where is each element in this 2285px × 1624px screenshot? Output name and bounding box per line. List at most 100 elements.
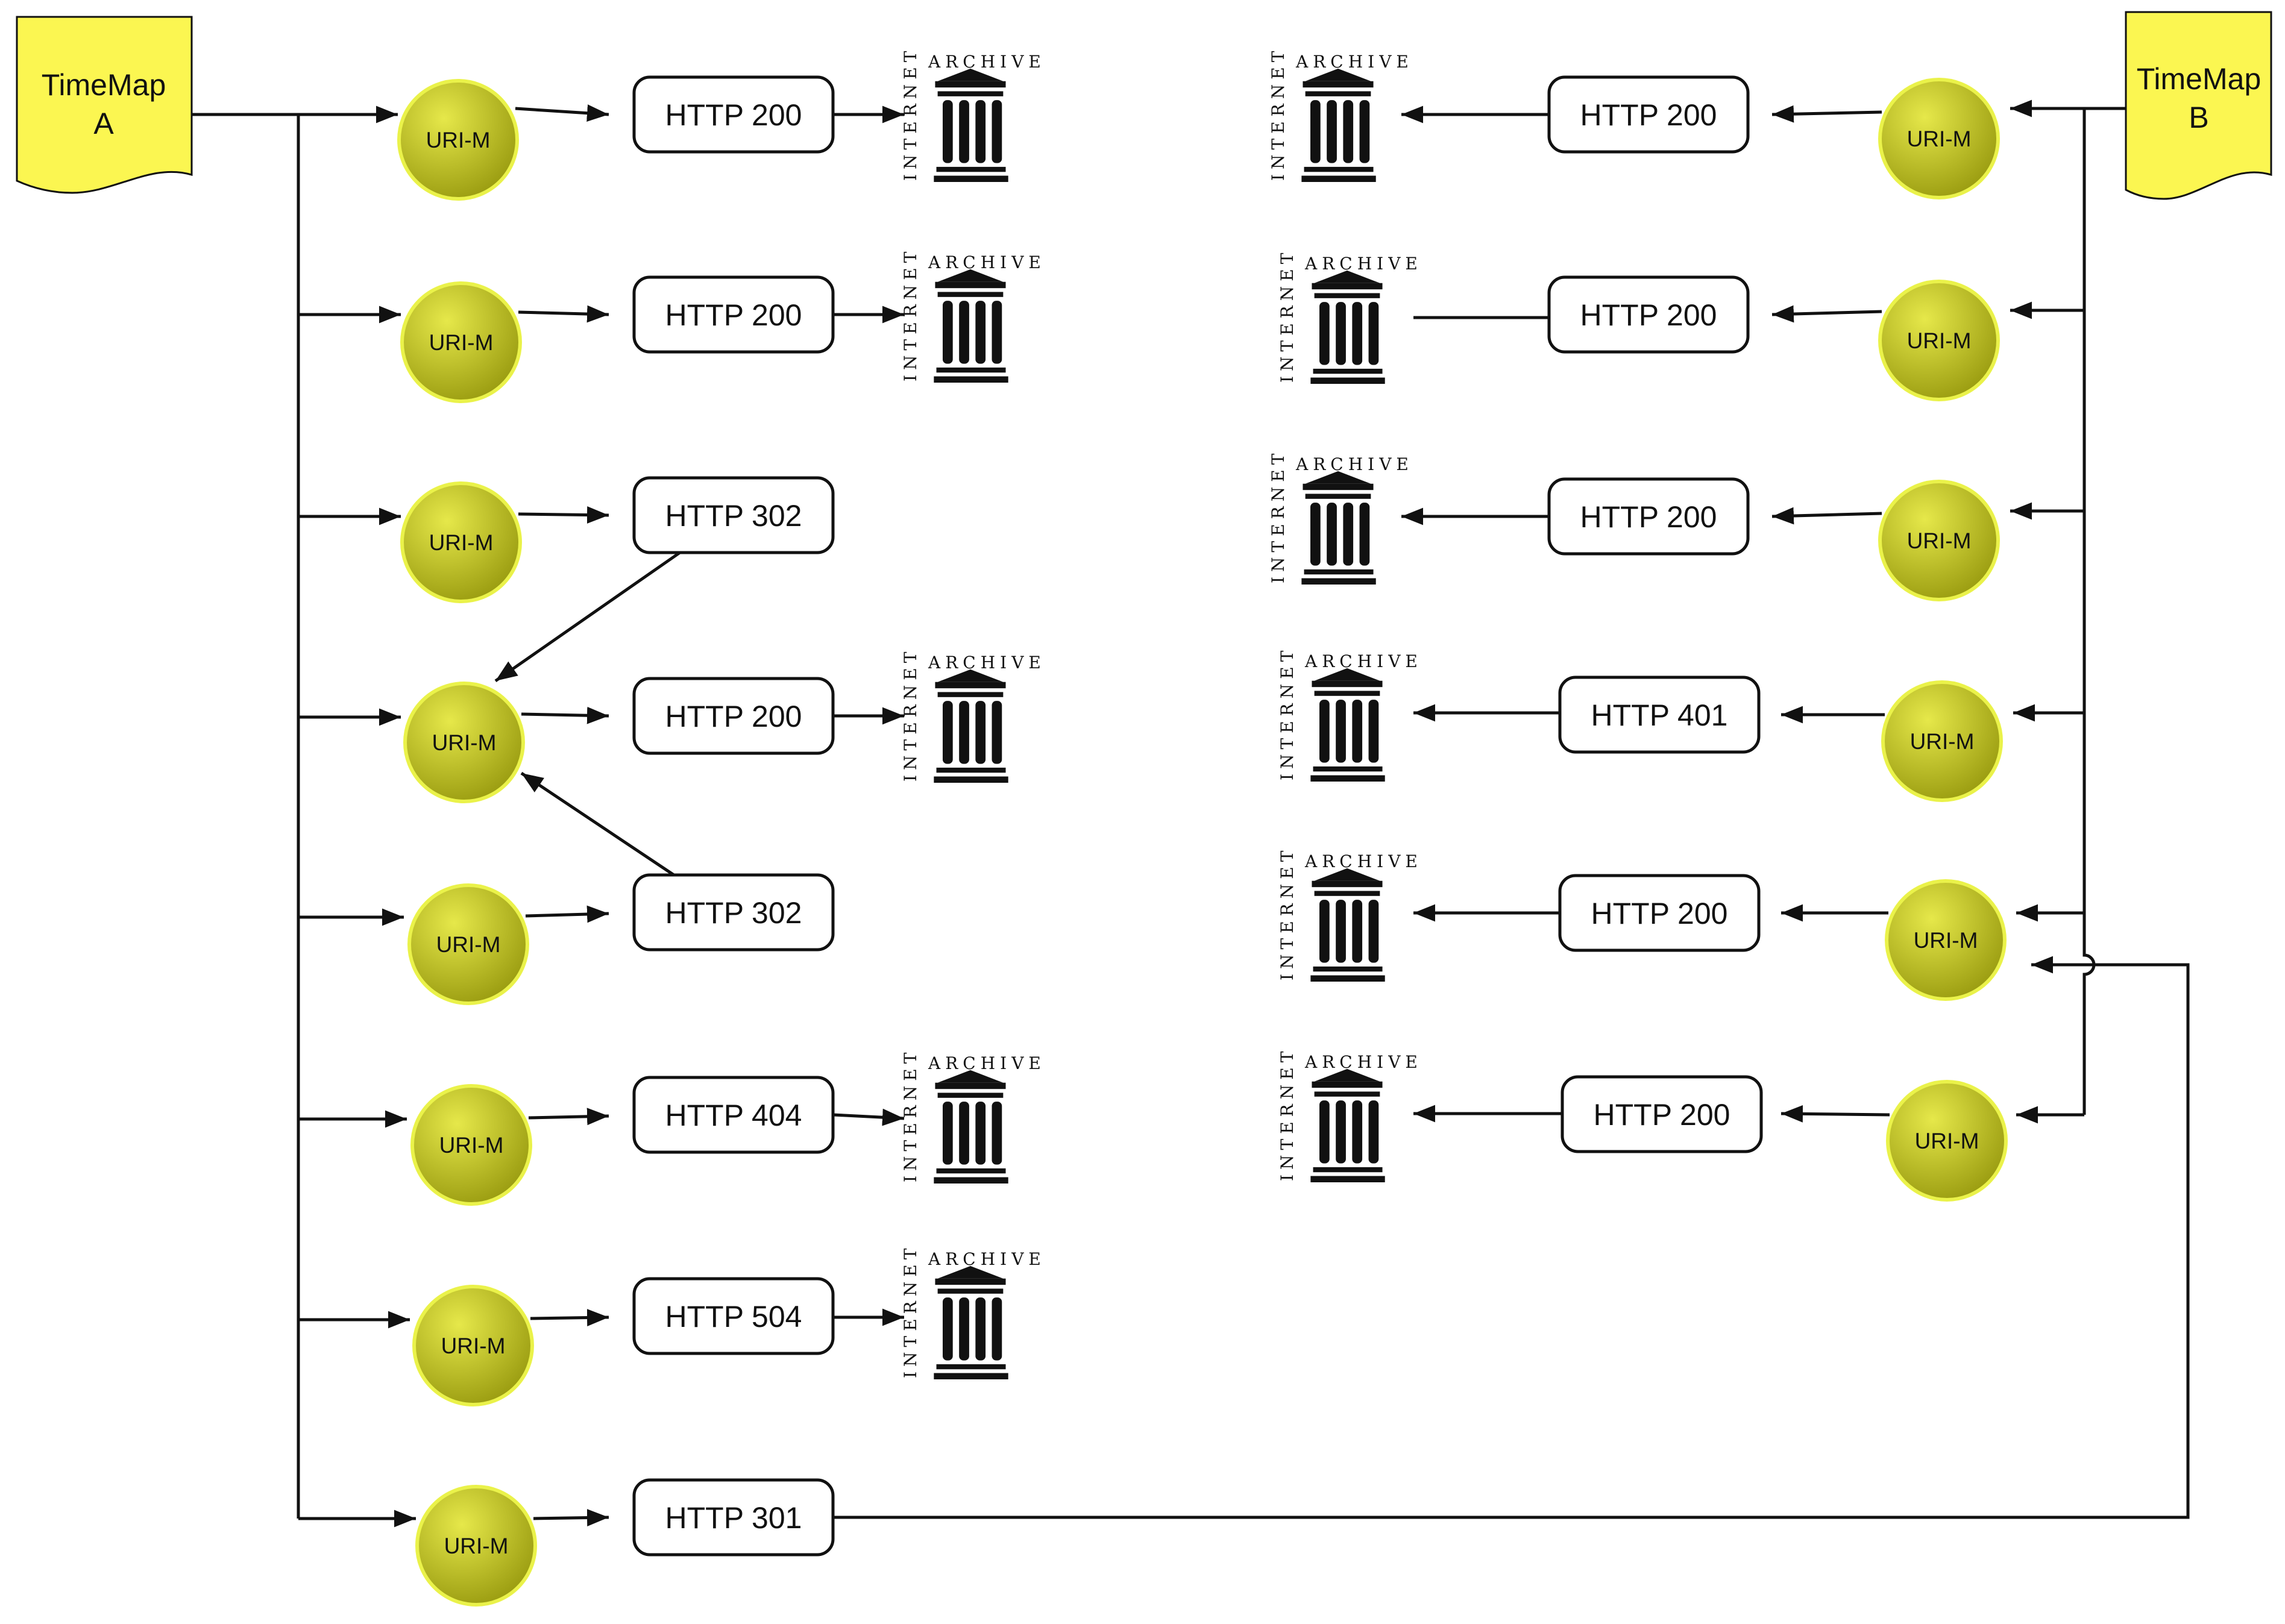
- http-status-box[interactable]: HTTP 200: [632, 275, 835, 354]
- left-row-5: URI-M HTTP 302: [298, 771, 835, 1005]
- left-row-8: URI-M HTTP 301: [298, 956, 2190, 1607]
- archive-logo-side-text: INTERNET: [900, 647, 920, 782]
- internet-archive-logo: ARCHIVE INTERNET: [1277, 248, 1418, 384]
- uri-m-node[interactable]: URI-M: [412, 1285, 534, 1406]
- uri-m-node[interactable]: URI-M: [400, 281, 522, 403]
- uri-m-label: URI-M: [1907, 127, 1972, 151]
- uri-m-label: URI-M: [426, 128, 491, 152]
- http-status-box[interactable]: HTTP 200: [1547, 75, 1750, 154]
- right-row-4: URI-M HTTP 401 ARCHIVE INTERNET: [1277, 646, 2084, 802]
- timemap-a-letter: A: [93, 107, 114, 140]
- archive-logo-side-text: INTERNET: [1277, 1047, 1297, 1181]
- internet-archive-logo: ARCHIVE INTERNET: [1268, 46, 1413, 183]
- http-status-box[interactable]: HTTP 404: [632, 1076, 835, 1154]
- uri-m-node[interactable]: URI-M: [1886, 1080, 2008, 1202]
- http-status-label: HTTP 200: [1580, 500, 1717, 534]
- http-status-box[interactable]: HTTP 200: [1547, 275, 1750, 354]
- archive-logo-top-text: ARCHIVE: [928, 1053, 1046, 1073]
- node-to-status-edge: [521, 706, 609, 724]
- http-status-box[interactable]: HTTP 301: [632, 1478, 835, 1557]
- right-row-2: URI-M HTTP 200 ARCHIVE INTERNET: [1277, 248, 2084, 401]
- http-status-box[interactable]: HTTP 302: [632, 476, 835, 554]
- uri-m-node[interactable]: URI-M: [1881, 680, 2003, 802]
- uri-m-label: URI-M: [1907, 328, 1972, 353]
- uri-m-node[interactable]: URI-M: [1878, 78, 2000, 199]
- uri-m-node[interactable]: URI-M: [403, 682, 525, 803]
- timemap-a: TimeMap A: [16, 16, 193, 194]
- archive-logo-top-text: ARCHIVE: [1295, 52, 1413, 72]
- uri-m-node[interactable]: URI-M: [1885, 879, 2007, 1001]
- archive-logo-side-text: INTERNET: [1277, 646, 1297, 780]
- timemap-a-title: TimeMap: [42, 68, 166, 102]
- uri-m-node[interactable]: URI-M: [410, 1084, 532, 1206]
- http-status-box[interactable]: HTTP 200: [632, 75, 835, 154]
- node-to-status-edge: [518, 506, 609, 524]
- archive-logo-side-text: INTERNET: [900, 247, 920, 381]
- http-status-box[interactable]: HTTP 200: [632, 677, 835, 755]
- http-status-label: HTTP 200: [1594, 1098, 1730, 1132]
- node-to-status-edge: [525, 905, 609, 923]
- archive-logo-top-text: ARCHIVE: [928, 653, 1046, 672]
- left-row-4: URI-M HTTP 200 ARCHIVE INTERNET: [298, 647, 1046, 803]
- left-row-2: URI-M HTTP 200 ARCHIVE INTERNET: [298, 247, 1041, 403]
- internet-archive-logo: ARCHIVE INTERNET: [1277, 646, 1422, 782]
- archive-logo-top-text: ARCHIVE: [928, 1249, 1046, 1269]
- uri-m-node[interactable]: URI-M: [1878, 280, 2000, 401]
- uri-m-label: URI-M: [1915, 1129, 1979, 1153]
- archive-logo-top-text: ARCHIVE: [1304, 851, 1422, 871]
- node-to-status-edge: [528, 1108, 609, 1126]
- archive-logo-top-text: ARCHIVE: [928, 52, 1046, 72]
- archive-logo-side-text: INTERNET: [1277, 846, 1297, 980]
- archive-logo-top-text: ARCHIVE: [1295, 454, 1413, 474]
- http-status-label: HTTP 302: [665, 499, 802, 533]
- archive-logo-side-text: INTERNET: [1268, 449, 1288, 583]
- http-status-label: HTTP 504: [665, 1300, 802, 1334]
- uri-m-node[interactable]: URI-M: [400, 481, 522, 603]
- uri-m-node[interactable]: URI-M: [415, 1485, 537, 1607]
- archive-logo-side-text: INTERNET: [1268, 46, 1288, 181]
- http-status-box[interactable]: HTTP 401: [1558, 676, 1761, 754]
- http-status-box[interactable]: HTTP 200: [1561, 1075, 1763, 1153]
- http-status-label: HTTP 200: [665, 700, 802, 733]
- http-status-label: HTTP 302: [665, 896, 802, 930]
- node-to-status-edge: [515, 104, 609, 122]
- http-status-box[interactable]: HTTP 200: [1547, 477, 1750, 556]
- http-status-box[interactable]: HTTP 200: [1558, 874, 1761, 952]
- archive-logo-side-text: INTERNET: [900, 1244, 920, 1378]
- archive-logo-top-text: ARCHIVE: [1304, 651, 1422, 671]
- redirect-edge: [494, 551, 681, 683]
- node-to-status-edge: [533, 1509, 609, 1526]
- left-row-6: URI-M HTTP 404 ARCHIVE INTERNET: [298, 1048, 1046, 1206]
- http-status-label: HTTP 404: [665, 1099, 802, 1132]
- archive-logo-top-text: ARCHIVE: [1304, 1052, 1422, 1072]
- uri-m-node[interactable]: URI-M: [397, 79, 519, 201]
- http-status-label: HTTP 301: [665, 1501, 802, 1535]
- http-status-box[interactable]: HTTP 302: [632, 873, 835, 952]
- uri-m-label: URI-M: [441, 1334, 506, 1358]
- uri-m-node[interactable]: URI-M: [407, 883, 529, 1005]
- right-row-5: URI-M HTTP 200 ARCHIVE INTERNET: [1277, 846, 2084, 1001]
- uri-m-label: URI-M: [444, 1534, 509, 1558]
- node-to-status-edge: [1771, 507, 1882, 525]
- left-row-1: URI-M HTTP 200 ARCHIVE INTERNET: [298, 46, 1046, 201]
- uri-m-label: URI-M: [436, 932, 501, 957]
- internet-archive-logo: ARCHIVE INTERNET: [1268, 449, 1413, 585]
- node-to-status-edge: [530, 1309, 609, 1326]
- http-status-label: HTTP 200: [665, 98, 802, 132]
- archive-logo-side-text: INTERNET: [900, 1048, 920, 1182]
- redirect-edge: [520, 771, 675, 877]
- http-status-label: HTTP 200: [1580, 98, 1717, 132]
- internet-archive-logo: ARCHIVE INTERNET: [900, 647, 1046, 783]
- http-status-label: HTTP 200: [665, 298, 802, 332]
- http-status-box[interactable]: HTTP 504: [632, 1277, 835, 1355]
- http-status-label: HTTP 200: [1580, 298, 1717, 332]
- archive-logo-side-text: INTERNET: [1277, 248, 1297, 383]
- uri-m-label: URI-M: [432, 730, 497, 755]
- timemap-b-title: TimeMap: [2137, 62, 2261, 96]
- internet-archive-logo: ARCHIVE INTERNET: [900, 1244, 1046, 1379]
- internet-archive-logo: ARCHIVE INTERNET: [1277, 846, 1422, 982]
- right-row-1: URI-M HTTP 200 ARCHIVE INTERNET: [1268, 46, 2084, 199]
- uri-m-label: URI-M: [1914, 928, 1978, 953]
- internet-archive-logo: ARCHIVE INTERNET: [900, 1048, 1046, 1184]
- uri-m-node[interactable]: URI-M: [1878, 480, 2000, 601]
